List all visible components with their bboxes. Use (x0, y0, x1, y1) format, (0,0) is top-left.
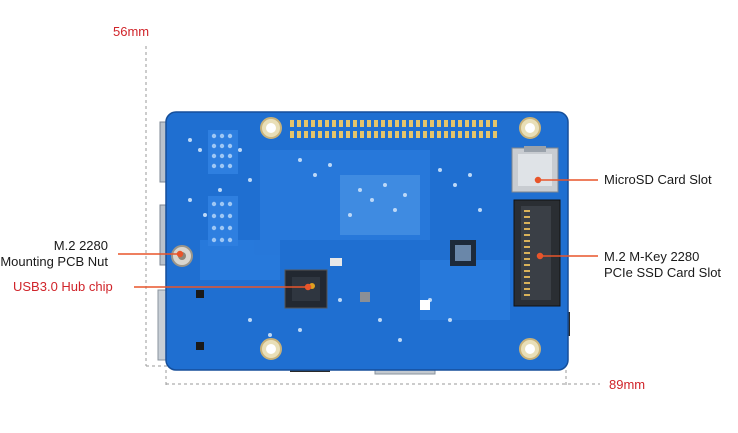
microsd-slot (511, 146, 559, 193)
m2-slot-label-line2: PCIe SSD Card Slot (604, 265, 722, 280)
m2-nut-label: M.2 2280 Mounting PCB Nut (0, 238, 108, 270)
m2-nut-label-line2: Mounting PCB Nut (0, 254, 108, 269)
gpio-header-pads (290, 120, 497, 138)
usb-hub-label: USB3.0 Hub chip (13, 279, 113, 294)
m2-slot-label: M.2 M-Key 2280 PCIe SSD Card Slot (604, 249, 721, 281)
ethernet-pad-grid (208, 130, 238, 246)
mounting-holes (260, 117, 541, 360)
pcb-traces (200, 150, 510, 320)
microsd-label: MicroSD Card Slot (604, 172, 712, 187)
dimension-lines (145, 46, 600, 386)
m2-slot-label-line1: M.2 M-Key 2280 (604, 249, 700, 264)
callout-leader-lines (118, 176, 598, 291)
m2-ssd-slot (513, 199, 561, 307)
length-dimension-label: 89mm (609, 377, 646, 392)
width-dimension-label: 56mm (113, 24, 150, 39)
m2-nut-label-line1: M.2 2280 (53, 238, 108, 253)
small-components (196, 240, 476, 350)
